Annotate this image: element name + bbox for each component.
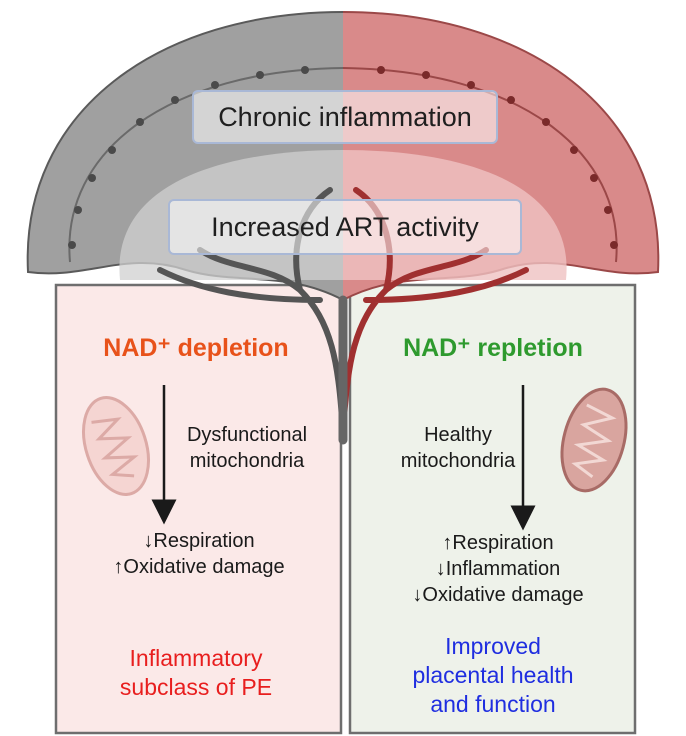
right-mito-line-1: Healthy (424, 424, 492, 446)
pill-text-2: Increased ART activity (211, 211, 479, 242)
pill-text-1: Chronic inflammation (218, 101, 472, 132)
left-outcome-line-2: subclass of PE (119, 674, 273, 700)
chronic-inflammation-label: Chronic inflammation (192, 90, 498, 144)
left-panel (54, 283, 343, 735)
right-effect-3: ↓Oxidative damage (412, 584, 584, 606)
right-title: NAD⁺ repletion (403, 334, 583, 362)
right-effect-1: ↑Respiration (442, 532, 554, 554)
left-outcome: Inflammatory subclass of PE (66, 644, 326, 702)
right-mito-label: Healthy mitochondria (386, 422, 530, 474)
right-mito-line-2: mitochondria (400, 450, 516, 472)
left-effect-1: ↓Respiration (143, 530, 255, 552)
right-panel (348, 283, 637, 735)
right-outcome-line-3: and function (430, 691, 556, 717)
right-outcome: Improved placental health and function (362, 632, 624, 719)
right-effect-2: ↓Inflammation (435, 558, 561, 580)
left-outcome-line-1: Inflammatory (129, 645, 263, 671)
left-title: NAD⁺ depletion (103, 334, 289, 362)
right-outcome-line-1: Improved (445, 633, 541, 659)
left-mito-line-2: mitochondria (189, 450, 305, 472)
left-effect-2: ↑Oxidative damage (113, 556, 285, 578)
right-effects: ↑Respiration ↓Inflammation ↓Oxidative da… (386, 530, 610, 608)
left-effects: ↓Respiration ↑Oxidative damage (86, 528, 312, 580)
mitochondrion-icon (560, 387, 628, 493)
art-activity-label: Increased ART activity (168, 199, 522, 255)
left-mito-line-1: Dysfunctional (186, 424, 308, 446)
mitochondrion-icon (82, 396, 150, 496)
right-outcome-line-2: placental health (412, 662, 574, 688)
left-mito-label: Dysfunctional mitochondria (172, 422, 322, 474)
